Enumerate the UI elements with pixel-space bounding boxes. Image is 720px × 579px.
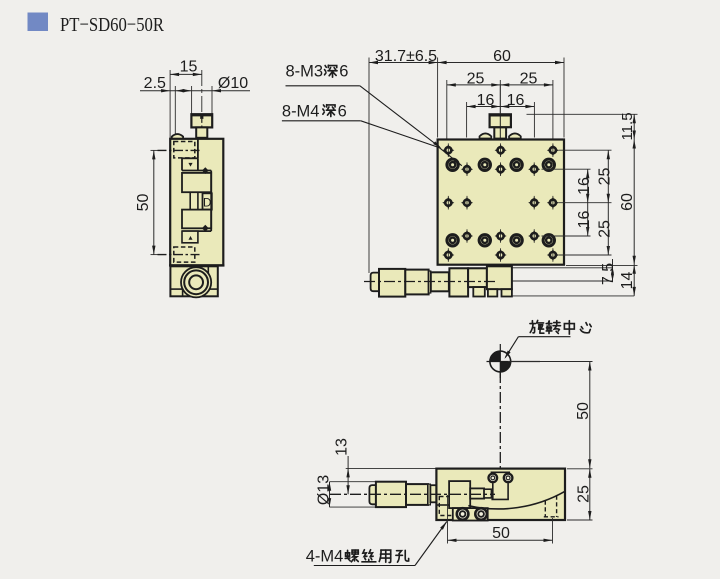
- svg-text:2.5: 2.5: [144, 75, 166, 92]
- svg-text:15: 15: [180, 59, 198, 76]
- svg-text:50: 50: [492, 525, 510, 542]
- svg-text:50: 50: [135, 194, 152, 212]
- svg-text:4-M4: 4-M4: [306, 548, 344, 566]
- svg-text:25: 25: [520, 70, 538, 87]
- svg-text:PT−SD60−50R: PT−SD60−50R: [60, 14, 164, 36]
- svg-text:6: 6: [338, 102, 347, 120]
- svg-text:25: 25: [576, 485, 593, 503]
- svg-text:D: D: [203, 198, 211, 210]
- svg-text:31.7±6.5: 31.7±6.5: [375, 48, 437, 65]
- svg-text:25: 25: [597, 220, 614, 238]
- svg-text:13: 13: [334, 438, 351, 456]
- svg-text:16: 16: [576, 211, 593, 229]
- svg-text:60: 60: [619, 193, 636, 211]
- svg-text:8-M4: 8-M4: [282, 102, 320, 120]
- svg-text:16: 16: [477, 92, 495, 109]
- svg-text:16: 16: [576, 177, 593, 195]
- svg-text:6: 6: [339, 63, 348, 81]
- svg-text:Ø13: Ø13: [316, 475, 333, 505]
- svg-text:14: 14: [619, 272, 636, 290]
- svg-text:7.5: 7.5: [600, 263, 617, 285]
- svg-text:25: 25: [597, 168, 614, 186]
- svg-text:8-M3: 8-M3: [286, 63, 324, 81]
- svg-text:11.5: 11.5: [619, 112, 636, 140]
- svg-text:60: 60: [493, 48, 511, 65]
- svg-text:16: 16: [507, 92, 525, 109]
- svg-text:Ø10: Ø10: [218, 75, 248, 92]
- svg-text:25: 25: [467, 70, 485, 87]
- svg-text:50: 50: [575, 402, 592, 420]
